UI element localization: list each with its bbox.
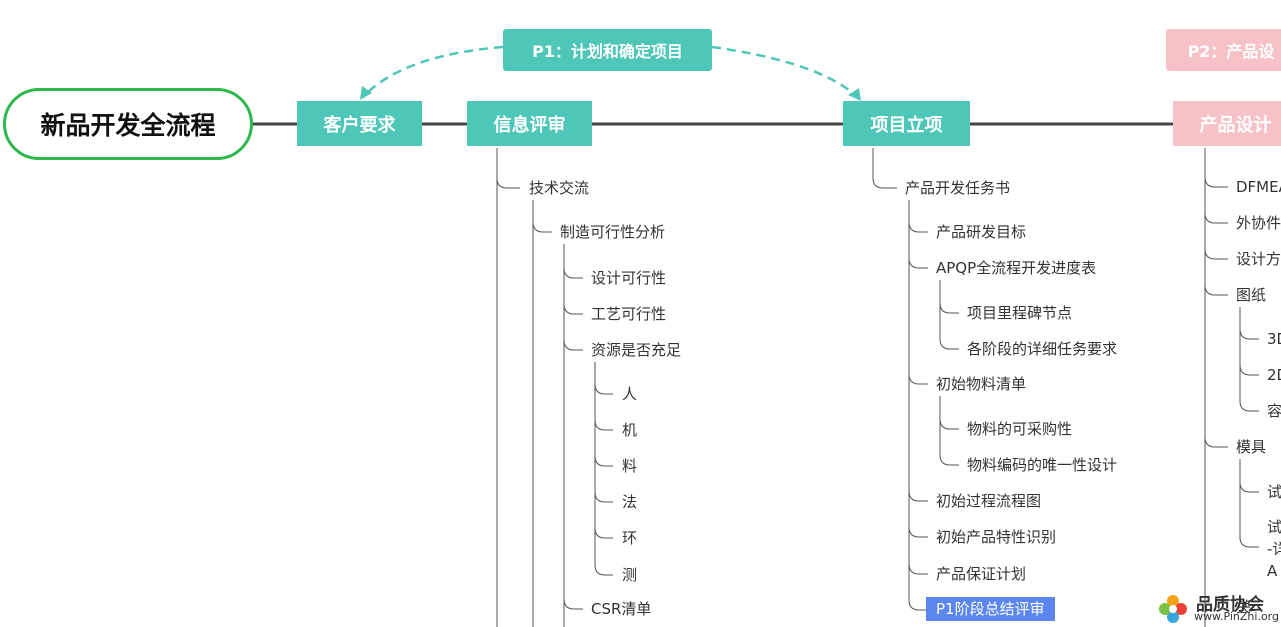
node-tech-exchange[interactable]: 技术交流	[529, 179, 590, 197]
node-res-people[interactable]: 人	[622, 385, 638, 403]
node-mold-trial-1[interactable]: 试	[1267, 483, 1281, 501]
node-product-characteristics[interactable]: 初始产品特性识别	[936, 528, 1057, 546]
node-apqp-schedule[interactable]: APQP全流程开发进度表	[936, 259, 1097, 277]
node-res-material[interactable]: 料	[622, 457, 638, 475]
phase-p2-label[interactable]: P2：产品设	[1166, 29, 1281, 71]
pinzhi-logo: 品质协会 www.PinZhi.org	[1156, 590, 1279, 626]
node-res-method[interactable]: 法	[622, 493, 638, 511]
node-design-cut[interactable]: 关	[1236, 598, 1252, 616]
node-drawings[interactable]: 图纸	[1236, 286, 1267, 304]
node-mfg-feasibility[interactable]: 制造可行性分析	[560, 223, 666, 241]
node-design-feasibility[interactable]: 设计可行性	[591, 269, 667, 287]
stage-info-review[interactable]: 信息评审	[467, 101, 592, 146]
arrow-head-left	[360, 86, 372, 100]
node-mold-trial-2-sub2[interactable]: A	[1267, 562, 1278, 580]
stage-product-design[interactable]: 产品设计	[1173, 101, 1281, 146]
node-assurance-plan[interactable]: 产品保证计划	[936, 565, 1027, 583]
phase-p1-label[interactable]: P1：计划和确定项目	[503, 29, 712, 71]
node-process-feasibility[interactable]: 工艺可行性	[591, 305, 667, 323]
node-drawing-3d[interactable]: 3D	[1267, 330, 1281, 348]
root-node[interactable]: 新品开发全流程	[3, 88, 253, 160]
logo-url: www.PinZhi.org	[1194, 610, 1279, 623]
logo-name: 品质协会	[1196, 595, 1264, 615]
node-drawing-2d[interactable]: 2D	[1267, 366, 1281, 384]
node-mold[interactable]: 模具	[1236, 438, 1267, 456]
node-unique-coding[interactable]: 物料编码的唯一性设计	[967, 456, 1118, 474]
node-task-book[interactable]: 产品开发任务书	[905, 179, 1011, 197]
node-design-plan[interactable]: 设计方	[1236, 250, 1281, 268]
flower-logo-icon	[1159, 595, 1187, 623]
node-purchasability[interactable]: 物料的可采购性	[967, 420, 1073, 438]
node-stage-tasks[interactable]: 各阶段的详细任务要求	[967, 340, 1118, 358]
stage-customer-requirements[interactable]: 客户要求	[297, 101, 422, 146]
node-initial-bom[interactable]: 初始物料清单	[936, 375, 1027, 393]
node-dev-goal[interactable]: 产品研发目标	[936, 223, 1027, 241]
node-drawing-tolerance[interactable]: 容	[1267, 402, 1281, 420]
node-res-measurement[interactable]: 测	[622, 566, 638, 584]
stage-project-initiation[interactable]: 项目立项	[843, 101, 970, 146]
node-milestones[interactable]: 项目里程碑节点	[967, 304, 1073, 322]
node-resources[interactable]: 资源是否充足	[591, 341, 682, 359]
node-res-machine[interactable]: 机	[622, 421, 638, 439]
arrow-head-right	[848, 88, 861, 101]
node-mold-trial-2[interactable]: 试	[1267, 518, 1281, 536]
node-csr-list[interactable]: CSR清单	[591, 600, 652, 618]
node-outsourced-parts[interactable]: 外协件	[1236, 214, 1281, 232]
node-mold-trial-2-sub[interactable]: -详	[1267, 540, 1281, 558]
node-p1-summary-review[interactable]: P1阶段总结评审	[926, 597, 1055, 621]
node-process-flow[interactable]: 初始过程流程图	[936, 492, 1042, 510]
node-dfmea[interactable]: DFMEA	[1236, 178, 1281, 196]
node-res-environment[interactable]: 环	[622, 529, 638, 547]
